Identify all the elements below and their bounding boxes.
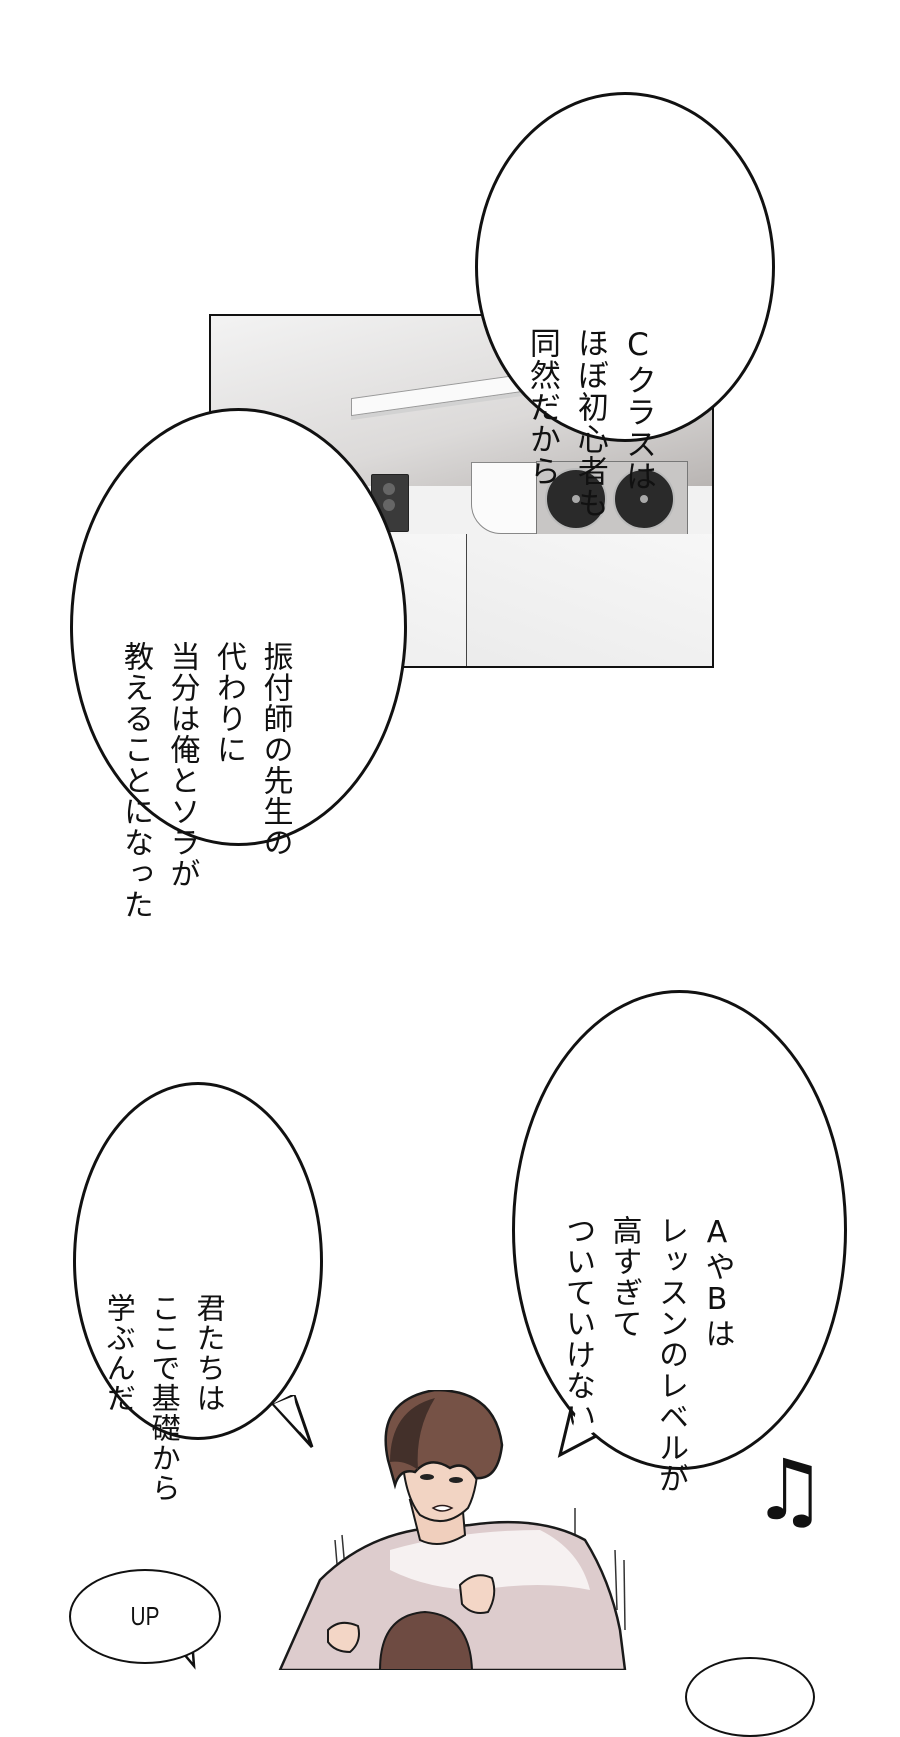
speech-bubble-basics: 君たちは ここで基礎から 学ぶんだ xyxy=(73,1082,323,1503)
speech-bubble-c-class: Cクラスは ほぼ初心者も 同然だから xyxy=(475,92,775,519)
line: Cクラスは xyxy=(619,327,656,492)
bubble-text: 振付師の先生の 代わりに 当分は俺とソラが 教えることになった xyxy=(65,497,344,920)
line: 振付師の先生の xyxy=(257,641,293,858)
character-dancer xyxy=(278,1390,627,1670)
speech-bubble-up: UP xyxy=(69,1569,221,1664)
line: 学ぶんだ xyxy=(102,1293,137,1413)
bubble-text: AやBは レッスンのレベルが 高すぎて ついていけない xyxy=(507,1071,786,1494)
speech-bubble-choreographer: 振付師の先生の 代わりに 当分は俺とソラが 教えることになった xyxy=(70,408,407,920)
line: 高すぎて xyxy=(606,1215,642,1339)
record-disc-left xyxy=(545,468,607,530)
bubble-tail-cover-ab xyxy=(570,1410,598,1444)
line: 代わりに xyxy=(211,641,246,765)
line: 当分は俺とソラが xyxy=(164,641,200,889)
speech-bubble-partial xyxy=(685,1657,815,1737)
line: ついていけない xyxy=(560,1215,595,1432)
line: 同然だから xyxy=(523,327,560,487)
bubble-text: Cクラスは ほぼ初心者も 同然だから xyxy=(470,179,710,519)
record-disc-right xyxy=(613,468,675,530)
line: 教えることになった xyxy=(118,641,153,920)
turntable xyxy=(536,461,688,535)
line: レッスンのレベルが xyxy=(653,1215,688,1494)
bubble-text: UP xyxy=(130,1601,160,1631)
cabinet-right xyxy=(467,534,712,666)
speech-bubble-ab-level: AやBは レッスンのレベルが 高すぎて ついていけない xyxy=(512,990,847,1494)
bubble-text: 君たちは ここで基礎から 学ぶんだ xyxy=(51,1153,276,1503)
line: AやBは xyxy=(699,1215,735,1349)
line: ほぼ初心者も xyxy=(571,327,608,519)
music-note-icon: ♫ xyxy=(752,1441,828,1539)
bubble-tail-cover-basics xyxy=(274,1396,300,1432)
line: ここで基礎から xyxy=(147,1293,182,1503)
line: 君たちは xyxy=(192,1293,227,1413)
